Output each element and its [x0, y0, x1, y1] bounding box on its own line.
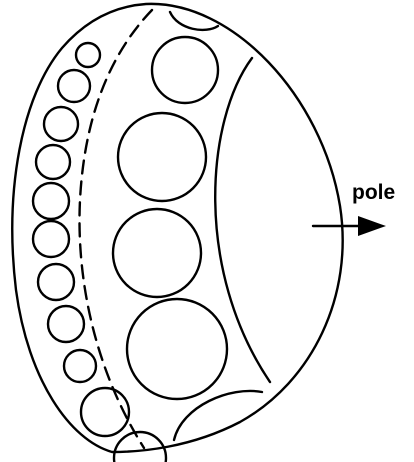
small-circle	[46, 304, 86, 344]
outer-outline	[11, 2, 344, 454]
small-circle	[79, 386, 131, 438]
pole-label: pole	[352, 181, 395, 204]
dashed-boundary	[78, 8, 154, 450]
small-circle	[74, 41, 102, 69]
small-circle	[42, 105, 80, 143]
inner-curve	[214, 56, 272, 384]
small-circle-column	[31, 41, 168, 462]
small-circle	[31, 181, 71, 221]
small-circle	[31, 219, 71, 259]
arrow-head	[358, 216, 386, 236]
large-circle	[125, 297, 229, 401]
large-circle-column	[111, 35, 229, 401]
large-circle	[116, 111, 208, 203]
top-small-arc	[168, 10, 220, 32]
small-circle	[112, 430, 168, 462]
small-circle	[34, 143, 72, 181]
small-circle	[36, 262, 76, 302]
small-circle	[62, 348, 98, 384]
pole-arrow	[311, 216, 386, 236]
bottom-right-arc	[172, 389, 264, 442]
large-circle	[150, 35, 220, 105]
small-circle	[56, 68, 92, 104]
large-circle	[111, 207, 203, 299]
